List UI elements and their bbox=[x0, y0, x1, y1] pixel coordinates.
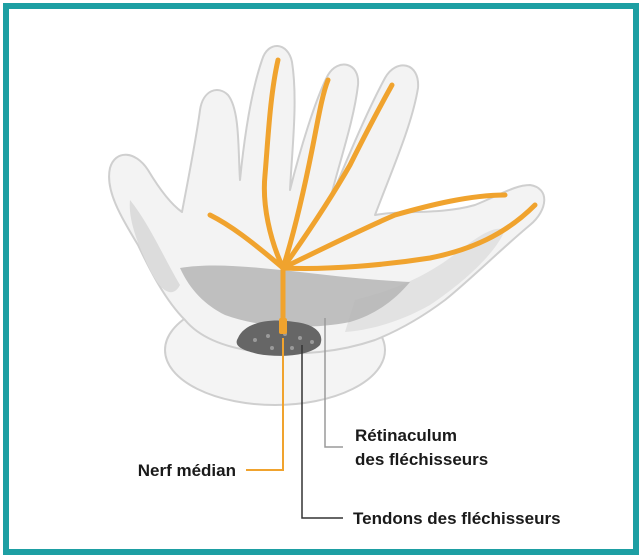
label-retinaculum-line1: Rétinaculum bbox=[355, 426, 457, 445]
label-median-nerve: Nerf médian bbox=[138, 461, 236, 480]
median-nerve-cross-section bbox=[279, 318, 287, 334]
label-flexor-tendons: Tendons des fléchisseurs bbox=[353, 509, 561, 528]
label-retinaculum-line2: des fléchisseurs bbox=[355, 450, 488, 469]
